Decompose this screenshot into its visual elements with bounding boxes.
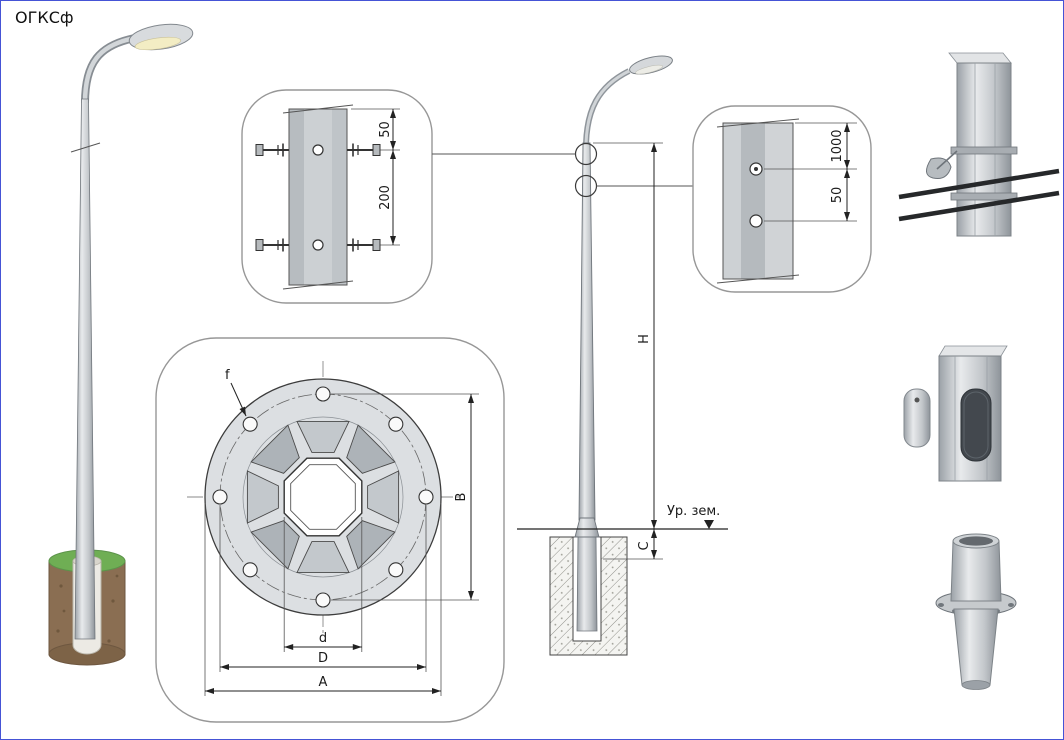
pole-shaft-elevation bbox=[578, 142, 596, 521]
hatch-cover-plate bbox=[903, 388, 931, 448]
base-upper-tube bbox=[950, 540, 1002, 602]
dim-d-label: d bbox=[319, 631, 327, 646]
base-lower-skirt bbox=[953, 608, 999, 686]
dim-C-label: C bbox=[637, 541, 652, 550]
side-hole-detail-callout: 1000 50 bbox=[692, 105, 872, 293]
overhead-wire bbox=[898, 190, 1060, 222]
lamp-head-3d bbox=[128, 23, 194, 51]
pole-shaft-3d bbox=[74, 98, 96, 640]
base-flange-3d-render bbox=[935, 533, 1017, 690]
top-bolt-detail-callout: 50 200 bbox=[241, 89, 433, 304]
dim-1000-label: 1000 bbox=[830, 129, 845, 162]
access-opening bbox=[960, 388, 992, 462]
dim-50-top-label: 50 bbox=[378, 121, 393, 138]
dim-200-label: 200 bbox=[378, 185, 393, 210]
dim-f-label: f bbox=[225, 368, 230, 383]
tube-opening bbox=[959, 536, 993, 546]
dim-H-label: H bbox=[637, 334, 652, 344]
pole-band-lower bbox=[950, 192, 1018, 201]
ground-level-label: Ур. зем. bbox=[667, 504, 720, 519]
dim-B-label: B bbox=[454, 493, 469, 502]
lamp-head-elevation bbox=[629, 55, 673, 75]
flange-top-view-callout: f B d D A bbox=[155, 337, 505, 723]
bolt-hole bbox=[312, 239, 324, 251]
wire-clamp-3d-render bbox=[898, 52, 1060, 237]
hatch-door-3d-render bbox=[903, 345, 1008, 482]
bolt-hole bbox=[312, 144, 324, 156]
dim-50-side-label: 50 bbox=[830, 187, 845, 204]
pole-elevation-drawing: Ур. зем. H C bbox=[432, 55, 728, 656]
dim-A-label: A bbox=[319, 675, 328, 690]
dim-D-label: D bbox=[318, 651, 328, 666]
flange-hole bbox=[315, 386, 331, 402]
level-mark-icon bbox=[704, 520, 714, 529]
pole-band-upper bbox=[950, 146, 1018, 155]
pole-3d-render bbox=[48, 23, 194, 666]
page-title: ОГКСф bbox=[15, 8, 74, 27]
overhead-wire bbox=[898, 168, 1060, 200]
wiring-hole-lower bbox=[749, 214, 763, 228]
